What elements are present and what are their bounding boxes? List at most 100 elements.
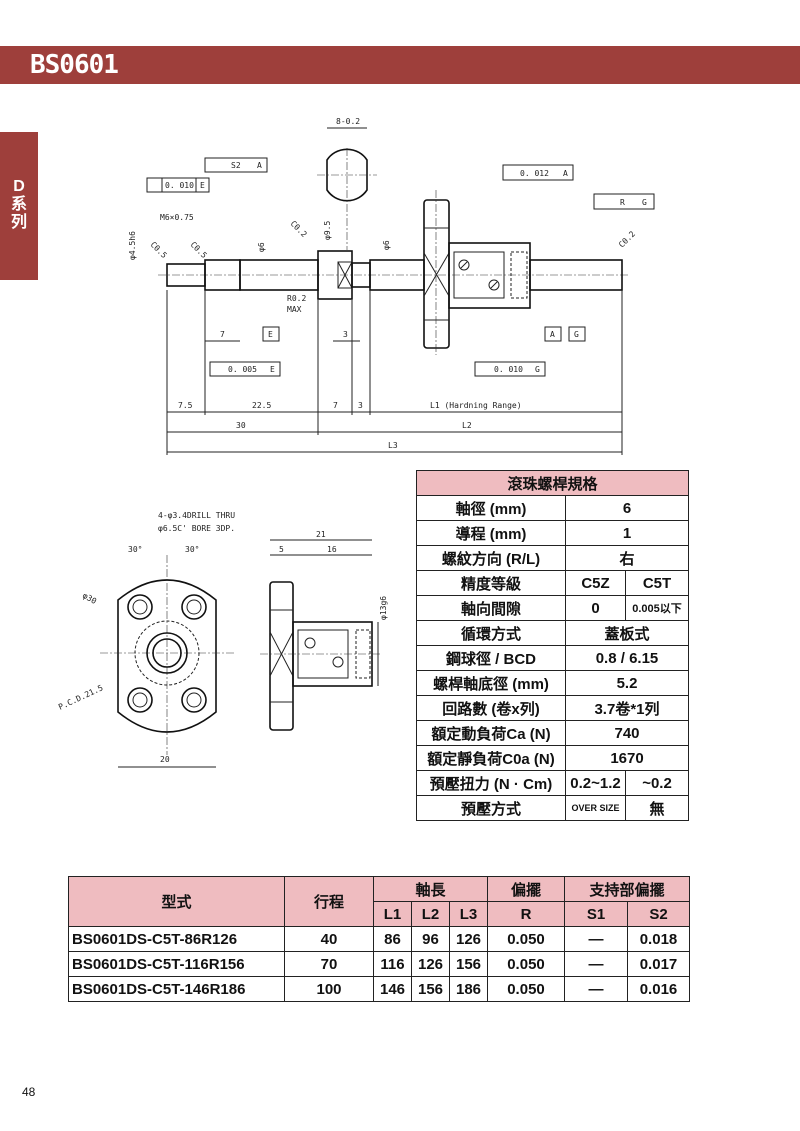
- datum-e: E: [268, 330, 273, 339]
- dim-3: 3: [358, 401, 363, 410]
- dim-3: 3: [343, 330, 348, 339]
- cell-stroke: 40: [284, 926, 374, 952]
- cell-model: BS0601DS-C5T-86R126: [68, 926, 285, 952]
- bore-note: φ6.5C' BORE 3DP.: [158, 524, 235, 533]
- spec-value: C5Z: [565, 570, 626, 596]
- table-row: 回路數 (卷x列)3.7卷*1列: [416, 695, 689, 721]
- col-header-stroke: 行程: [284, 876, 374, 927]
- spec-value: OVER SIZE: [565, 795, 626, 821]
- cell-l1: 116: [373, 951, 412, 977]
- cell-stroke: 70: [284, 951, 374, 977]
- spec-value: 3.7卷*1列: [565, 695, 689, 721]
- dim-7-5: 7.5: [178, 401, 193, 410]
- spec-label: 額定動負荷Ca (N): [416, 720, 566, 746]
- table-row: 額定靜負荷C0a (N)1670: [416, 745, 689, 771]
- spec-label: 導程 (mm): [416, 520, 566, 546]
- radius-label: R0.2: [287, 294, 306, 303]
- tol-runout: 0. 012: [520, 169, 549, 178]
- spec-value: 0.2~1.2: [565, 770, 626, 796]
- dim-l1: L1 (Hardning Range): [430, 401, 522, 410]
- cell-l2: 126: [411, 951, 450, 977]
- spec-label: 軸徑 (mm): [416, 495, 566, 521]
- angle-label: 30°: [128, 545, 142, 554]
- cell-l3: 126: [449, 926, 488, 952]
- cell-model: BS0601DS-C5T-146R186: [68, 976, 285, 1002]
- col-header-s2: S2: [627, 901, 690, 927]
- cell-s2: 0.017: [627, 951, 690, 977]
- chamfer-label: C0.2: [617, 229, 637, 249]
- spec-label: 螺桿軸底徑 (mm): [416, 670, 566, 696]
- tol-runout: 0. 010: [165, 181, 194, 190]
- cell-r: 0.050: [487, 926, 565, 952]
- chamfer-label: C0.2: [289, 219, 309, 239]
- col-header-support-runout: 支持部偏擺: [564, 876, 690, 902]
- series-letter: D: [13, 178, 25, 195]
- page-title: BS0601: [30, 50, 119, 80]
- series-tab: D 系 列: [0, 132, 38, 280]
- spec-label: 循環方式: [416, 620, 566, 646]
- tol-perp: 0. 010: [494, 365, 523, 374]
- cell-l3: 186: [449, 976, 488, 1002]
- spec-label: 螺紋方向 (R/L): [416, 545, 566, 571]
- title-bar: BS0601: [0, 46, 800, 84]
- table-row: 螺桿軸底徑 (mm)5.2: [416, 670, 689, 696]
- tol-datum: E: [270, 365, 275, 374]
- cell-l1: 146: [373, 976, 412, 1002]
- spec-label: 鋼球徑 / BCD: [416, 645, 566, 671]
- spec-value: 無: [625, 795, 689, 821]
- spec-value: 1670: [565, 745, 689, 771]
- spec-title: 滾珠螺桿規格: [416, 470, 689, 496]
- pcd-label: P.C.D.21.5: [57, 683, 105, 712]
- dim-21: 21: [316, 530, 326, 539]
- tol-datum: A: [563, 169, 568, 178]
- cell-s1: —: [564, 976, 628, 1002]
- dia-label: φ13g6: [379, 596, 388, 620]
- table-row: 循環方式蓋板式: [416, 620, 689, 646]
- thread-label: M6×0.75: [160, 213, 194, 222]
- col-header-runout: 偏擺: [487, 876, 565, 902]
- tol-s2: S2: [231, 161, 241, 170]
- chamfer-label: C0.5: [149, 240, 169, 260]
- col-header-l1: L1: [373, 901, 412, 927]
- tol-datum: G: [535, 365, 540, 374]
- spec-value: 0.005以下: [625, 595, 689, 621]
- chamfer-label: C0.5: [189, 240, 209, 260]
- cell-s2: 0.016: [627, 976, 690, 1002]
- cell-stroke: 100: [284, 976, 374, 1002]
- tol-r: R: [620, 198, 625, 207]
- col-header-model: 型式: [68, 876, 285, 927]
- series-label-2: 列: [10, 214, 27, 231]
- datum-a: A: [550, 330, 555, 339]
- spec-label: 精度等級: [416, 570, 566, 596]
- spec-value: C5T: [625, 570, 689, 596]
- dia-label: φ4.5h6: [128, 231, 137, 260]
- spec-label: 預壓扭力 (N · Cm): [416, 770, 566, 796]
- spec-value: ~0.2: [625, 770, 689, 796]
- cell-r: 0.050: [487, 951, 565, 977]
- spec-value: 740: [565, 720, 689, 746]
- table-row: 預壓扭力 (N · Cm)0.2~1.2~0.2: [416, 770, 689, 796]
- dia-label: φ6: [382, 240, 391, 250]
- dim-l2: L2: [462, 421, 472, 430]
- spec-label: 回路數 (卷x列): [416, 695, 566, 721]
- series-label-1: 系: [10, 196, 27, 213]
- dia-label: φ30: [81, 591, 98, 606]
- table-row: 螺紋方向 (R/L)右: [416, 545, 689, 571]
- dia-label: φ9.5: [323, 221, 332, 240]
- spec-label: 額定靜負荷C0a (N): [416, 745, 566, 771]
- drill-note: 4-φ3.4DRILL THRU: [158, 511, 235, 520]
- cell-l2: 96: [411, 926, 450, 952]
- cell-l2: 156: [411, 976, 450, 1002]
- dim-l3: L3: [388, 441, 398, 450]
- spec-value: 右: [565, 545, 689, 571]
- tol-perp: 0. 005: [228, 365, 257, 374]
- angle-label: 30°: [185, 545, 199, 554]
